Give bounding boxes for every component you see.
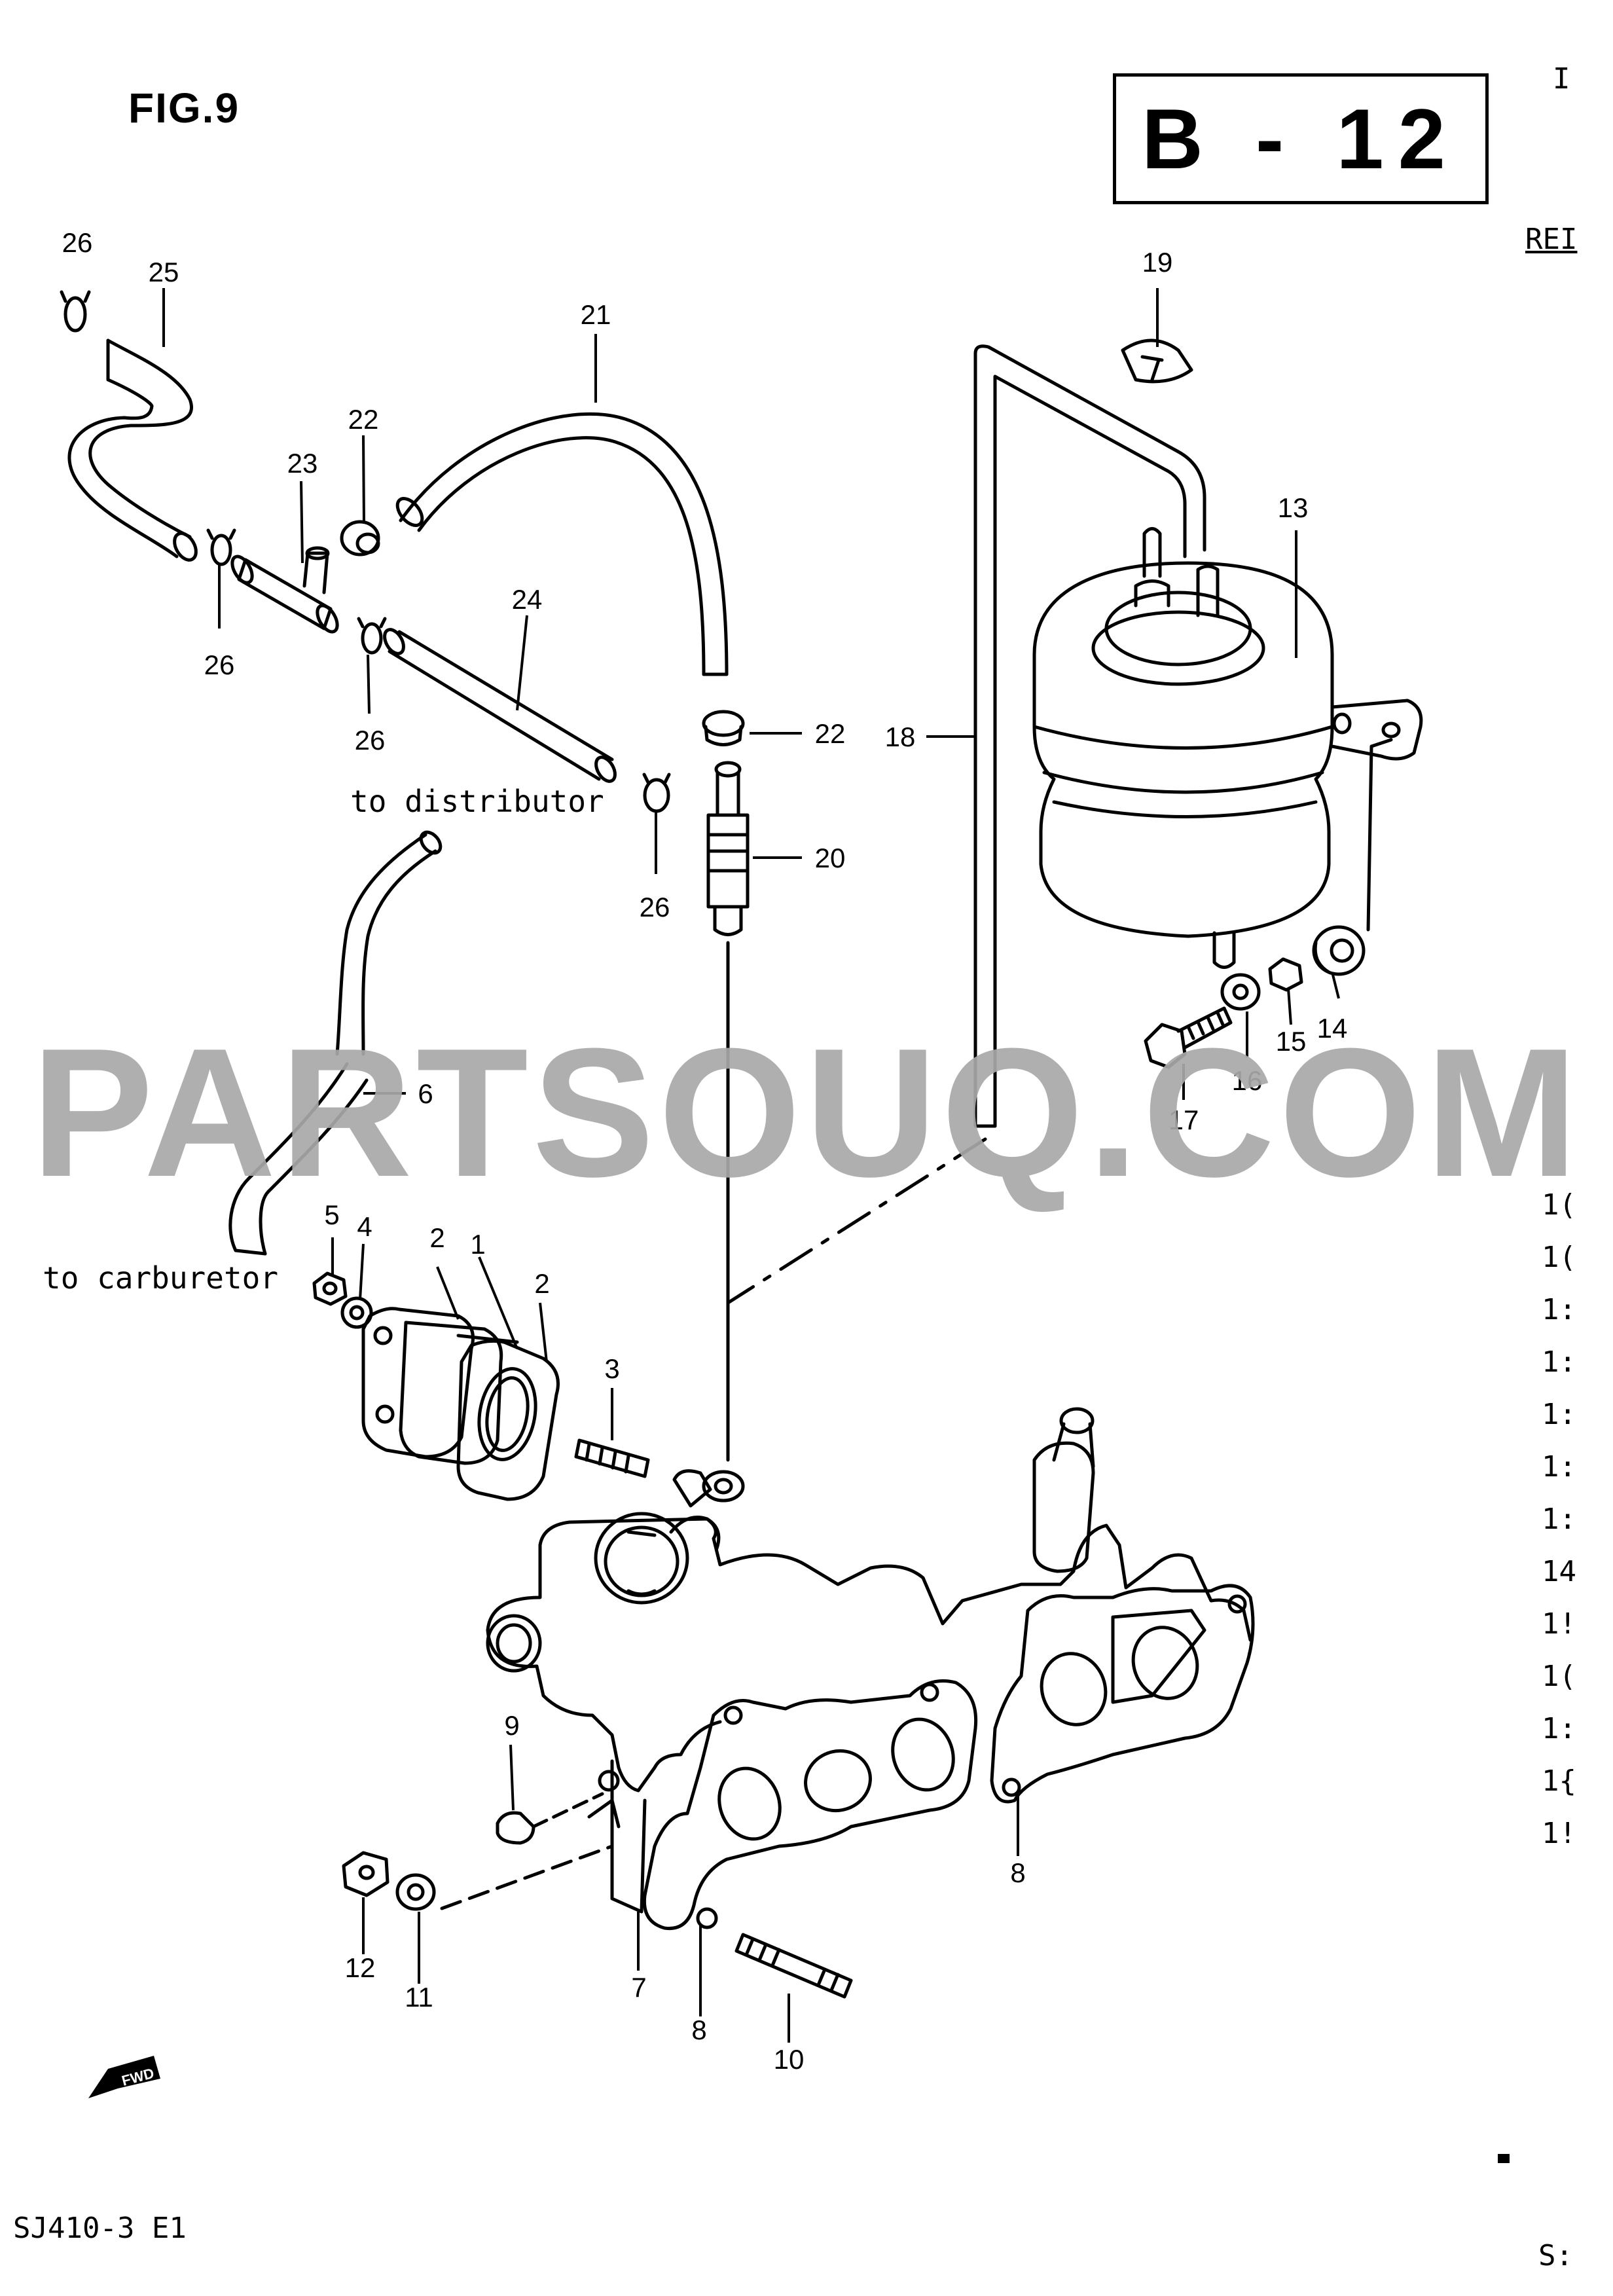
- leader-lines: [162, 288, 1340, 2043]
- hose-24: [383, 628, 617, 783]
- gasket-2: [361, 1307, 475, 1459]
- callout: 19: [1142, 247, 1173, 278]
- clip-26: [206, 528, 236, 566]
- callout: 16: [1232, 1065, 1263, 1096]
- callout: 2: [534, 1268, 549, 1299]
- clip-26: [642, 773, 671, 813]
- figure-title: FIG.9: [128, 84, 240, 132]
- nut-15: [1268, 957, 1303, 992]
- callout: 9: [504, 1710, 519, 1741]
- collar-19: [1121, 338, 1193, 384]
- nut-5: [312, 1271, 348, 1306]
- callout: 4: [357, 1211, 372, 1242]
- callout: 8: [691, 2014, 706, 2045]
- callout: 13: [1278, 492, 1309, 523]
- canister-13: [1032, 527, 1423, 969]
- fwd-arrow-icon: FWD: [88, 2056, 160, 2098]
- valve-20: [706, 761, 750, 1462]
- callout: 24: [512, 584, 543, 615]
- section-code-box: B - 12: [1113, 73, 1489, 204]
- grommet-14: [1312, 925, 1366, 976]
- edge-row: 1:: [1542, 1293, 1576, 1326]
- edge-row: 1{: [1542, 1764, 1576, 1798]
- callout: 11: [405, 1982, 433, 2013]
- edge-row: 1:: [1542, 1503, 1576, 1536]
- pipe-18: [726, 344, 1206, 1305]
- edge-ref: REI: [1525, 223, 1578, 256]
- callout: 26: [355, 725, 386, 756]
- watermark: PARTSOUQ.COM: [31, 1011, 1582, 1215]
- callout: 26: [204, 649, 235, 680]
- callout: 7: [631, 1972, 646, 2003]
- section-code: B - 12: [1141, 91, 1460, 187]
- callout: 23: [287, 448, 318, 479]
- edge-row: 1:: [1542, 1450, 1576, 1484]
- edge-row: 1(: [1542, 1241, 1576, 1274]
- edge-row: 1(: [1542, 1660, 1576, 1693]
- callout: 6: [418, 1078, 433, 1109]
- t-joint-23: [230, 546, 339, 634]
- stud-3: [574, 1438, 650, 1478]
- callout: 1: [470, 1229, 485, 1260]
- washer-4: [340, 1296, 373, 1329]
- edge-row: 1(: [1542, 1188, 1576, 1222]
- edge-bottom: S:: [1538, 2239, 1573, 2272]
- gasket-2: [456, 1339, 560, 1501]
- callout: 26: [62, 227, 93, 258]
- edge-row: 1!: [1542, 1817, 1576, 1850]
- bullet-mark: [1498, 2154, 1510, 2163]
- washer-16: [1220, 973, 1261, 1011]
- clip-22: [702, 710, 745, 746]
- callout: 22: [815, 718, 846, 749]
- callout: 22: [348, 404, 379, 435]
- clip-26: [357, 617, 387, 655]
- callout: 17: [1169, 1104, 1199, 1135]
- callout: 2: [429, 1222, 444, 1253]
- hose-6: [228, 830, 443, 1256]
- callout: 5: [324, 1199, 339, 1230]
- bolt-17: [1144, 1006, 1233, 1069]
- hose-25: [67, 338, 198, 562]
- intake-manifold-7: [486, 1407, 1252, 1914]
- nut-12: [342, 1851, 390, 1897]
- callout: 18: [885, 721, 916, 752]
- clip-22: [340, 520, 380, 556]
- hose-21: [395, 412, 729, 676]
- callout: 15: [1276, 1026, 1307, 1057]
- callout: 8: [1010, 1857, 1025, 1888]
- callout: 14: [1317, 1013, 1348, 1044]
- stud-10: [734, 1933, 853, 1999]
- washer-11: [395, 1844, 614, 1911]
- callout: 10: [774, 2044, 805, 2075]
- gasket-8: [642, 1679, 978, 1931]
- edge-row: 1!: [1542, 1607, 1576, 1641]
- edge-row: 1:: [1542, 1398, 1576, 1431]
- gasket-8: [990, 1584, 1255, 1804]
- edge-row: 1:: [1542, 1345, 1576, 1379]
- callout: 25: [149, 257, 179, 287]
- edge-row: 14: [1542, 1555, 1576, 1588]
- edge-top: I: [1553, 62, 1570, 96]
- plug-9: [496, 1792, 604, 1845]
- callout: 12: [345, 1952, 376, 1983]
- callout: 21: [581, 299, 611, 330]
- note-distributor: to distributor: [350, 784, 604, 819]
- callout: 26: [640, 892, 670, 922]
- edge-row: 1:: [1542, 1712, 1576, 1745]
- clip-26: [60, 290, 91, 333]
- note-carburetor: to carburetor: [43, 1260, 279, 1296]
- footer-model: SJ410-3 E1: [13, 2212, 187, 2245]
- callout: 20: [815, 843, 846, 873]
- callout: 3: [604, 1353, 619, 1384]
